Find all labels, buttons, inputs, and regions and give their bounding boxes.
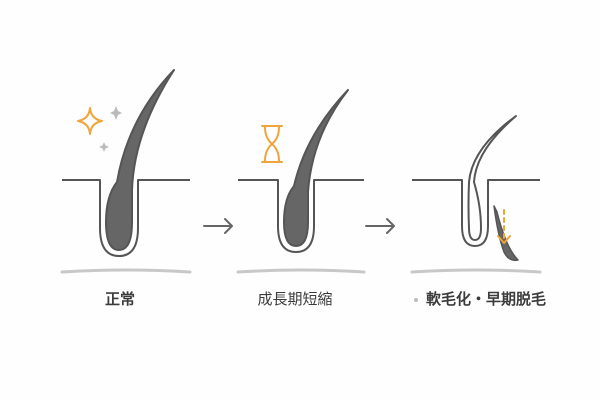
scalp-line: [238, 179, 364, 253]
small-sparkle-icon: [110, 106, 122, 120]
arrow-right-icon: [365, 218, 395, 234]
scalp-line: [62, 179, 190, 257]
scalp-line: [412, 179, 540, 247]
skin-base-line: [60, 268, 192, 274]
stage-miniaturization: [410, 115, 542, 274]
skin-base-line: [236, 268, 366, 274]
hair-follicle: [105, 69, 175, 251]
hair-follicle: [283, 89, 349, 247]
stage-label-normal: 正常: [104, 290, 135, 308]
skin-base-line: [410, 268, 542, 274]
stage-label-shortened-growth: 成長期短縮: [257, 290, 333, 308]
thin-hair: [467, 115, 517, 241]
hourglass-icon: [261, 125, 283, 163]
small-sparkle-icon: [99, 142, 109, 152]
down-arrow-icon: [497, 209, 511, 244]
bullet-dot-icon: [413, 297, 418, 302]
stage-label-miniaturization: 軟毛化・早期脱毛: [395, 288, 565, 310]
stage-label-text: 軟毛化・早期脱毛: [425, 290, 546, 308]
stage-normal: [60, 69, 192, 274]
stage-shortened-growth: [236, 89, 366, 274]
sparkle-icon: [77, 107, 103, 135]
shed-hair: [493, 205, 519, 262]
arrow-right-icon: [203, 218, 233, 234]
